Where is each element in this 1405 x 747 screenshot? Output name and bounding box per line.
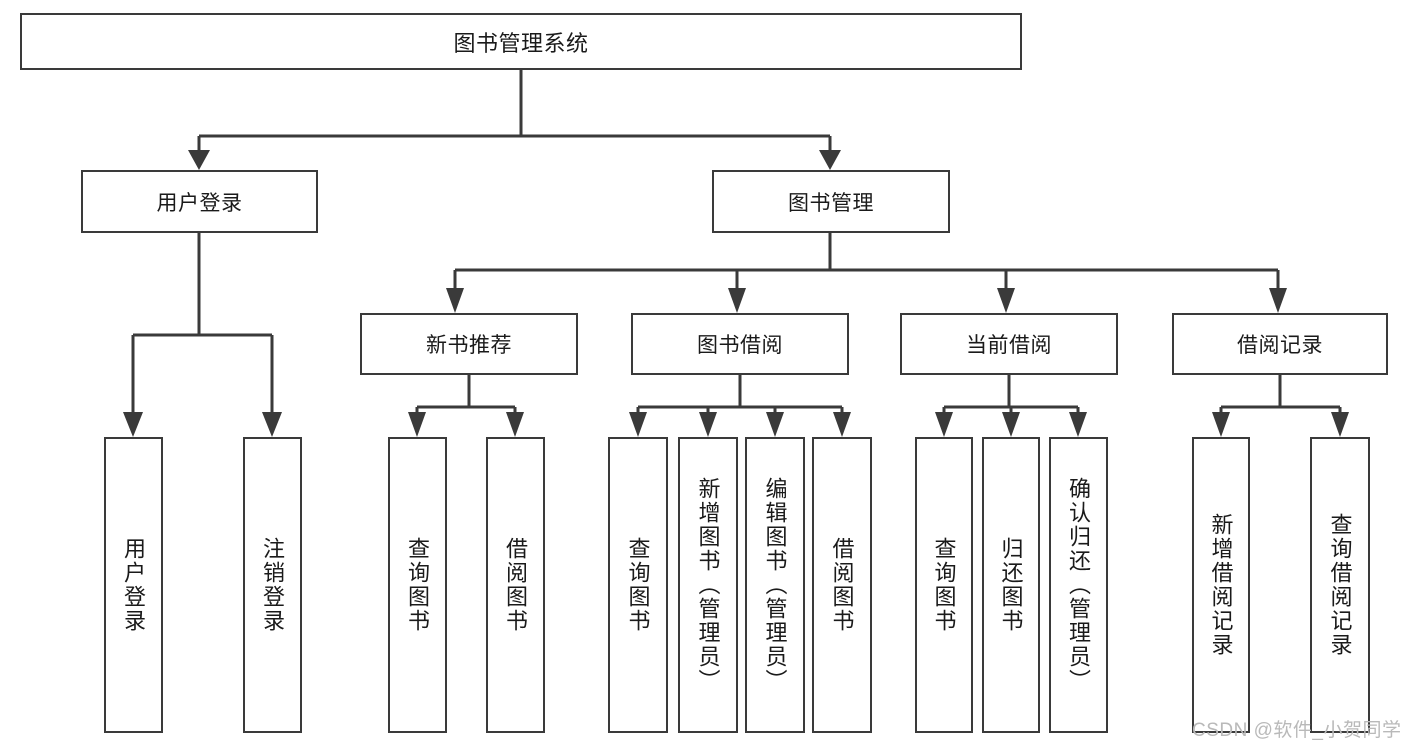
leaf-confirm-return-admin-label: 确认归还（管理员） [1066,477,1092,693]
leaf-query-book-current-label: 查询图书 [931,537,957,633]
node-borrow-records[interactable]: 借阅记录 [1172,313,1388,375]
leaf-query-book-borrow[interactable]: 查询图书 [608,437,668,733]
leaf-add-borrow-record[interactable]: 新增借阅记录 [1192,437,1250,733]
arrowheads-records-leaves [1212,412,1349,437]
leaf-logout-label: 注销登录 [260,537,286,633]
arrowheads-borrow-leaves [629,412,851,437]
arrowheads-level3 [446,288,1287,313]
leaf-confirm-return-admin[interactable]: 确认归还（管理员） [1049,437,1108,733]
leaf-query-book-newbook[interactable]: 查询图书 [388,437,447,733]
leaf-user-login[interactable]: 用户登录 [104,437,163,733]
edge-records-to-leaves [1219,375,1342,418]
leaf-add-book-admin-label: 新增图书（管理员） [695,477,721,693]
leaf-edit-book-admin[interactable]: 编辑图书（管理员） [745,437,805,733]
leaf-borrow-book[interactable]: 借阅图书 [812,437,872,733]
arrowheads-userlogin-leaves [123,412,282,437]
node-borrow-records-label: 借阅记录 [1237,334,1323,357]
arrowheads-newbook-leaves [408,412,524,437]
leaf-add-book-admin[interactable]: 新增图书（管理员） [678,437,738,733]
leaf-query-book-borrow-label: 查询图书 [625,537,651,633]
leaf-query-book-current[interactable]: 查询图书 [915,437,973,733]
edge-borrow-to-leaves [636,375,844,418]
leaf-query-book-newbook-label: 查询图书 [405,537,431,633]
node-book-management-label: 图书管理 [788,191,874,215]
leaf-return-book[interactable]: 归还图书 [982,437,1040,733]
node-new-book-recommend[interactable]: 新书推荐 [360,313,578,375]
leaf-edit-book-admin-label: 编辑图书（管理员） [762,477,788,693]
node-root-label: 图书管理系统 [453,30,589,56]
leaf-add-borrow-record-label: 新增借阅记录 [1208,513,1234,657]
node-new-book-recommend-label: 新书推荐 [426,334,512,357]
leaf-query-borrow-record-label: 查询借阅记录 [1327,513,1353,657]
edge-bookmgmt-to-level3 [453,233,1280,296]
edge-current-to-leaves [942,375,1080,418]
arrowheads-current-leaves [935,412,1087,437]
leaf-borrow-book-newbook-label: 借阅图书 [503,537,529,633]
node-user-login-label: 用户登录 [156,191,243,215]
node-user-login[interactable]: 用户登录 [81,170,318,233]
node-book-borrow-label: 图书借阅 [697,334,783,357]
node-book-management[interactable]: 图书管理 [712,170,950,233]
node-book-borrow[interactable]: 图书借阅 [631,313,849,375]
leaf-logout[interactable]: 注销登录 [243,437,302,733]
leaf-borrow-book-label: 借阅图书 [829,537,855,633]
edge-root-to-level2 [197,70,832,158]
leaf-query-borrow-record[interactable]: 查询借阅记录 [1310,437,1370,733]
watermark: CSDN @软件_小贺同学 [1192,720,1402,741]
node-root[interactable]: 图书管理系统 [20,13,1022,70]
leaf-borrow-book-newbook[interactable]: 借阅图书 [486,437,545,733]
arrowheads-level2 [188,150,841,170]
node-current-borrow[interactable]: 当前借阅 [900,313,1118,375]
edge-userlogin-to-leaves [131,233,274,418]
leaf-return-book-label: 归还图书 [998,537,1024,633]
edge-newbook-to-leaves [415,375,517,418]
leaf-user-login-label: 用户登录 [121,537,147,633]
node-current-borrow-label: 当前借阅 [966,334,1052,357]
